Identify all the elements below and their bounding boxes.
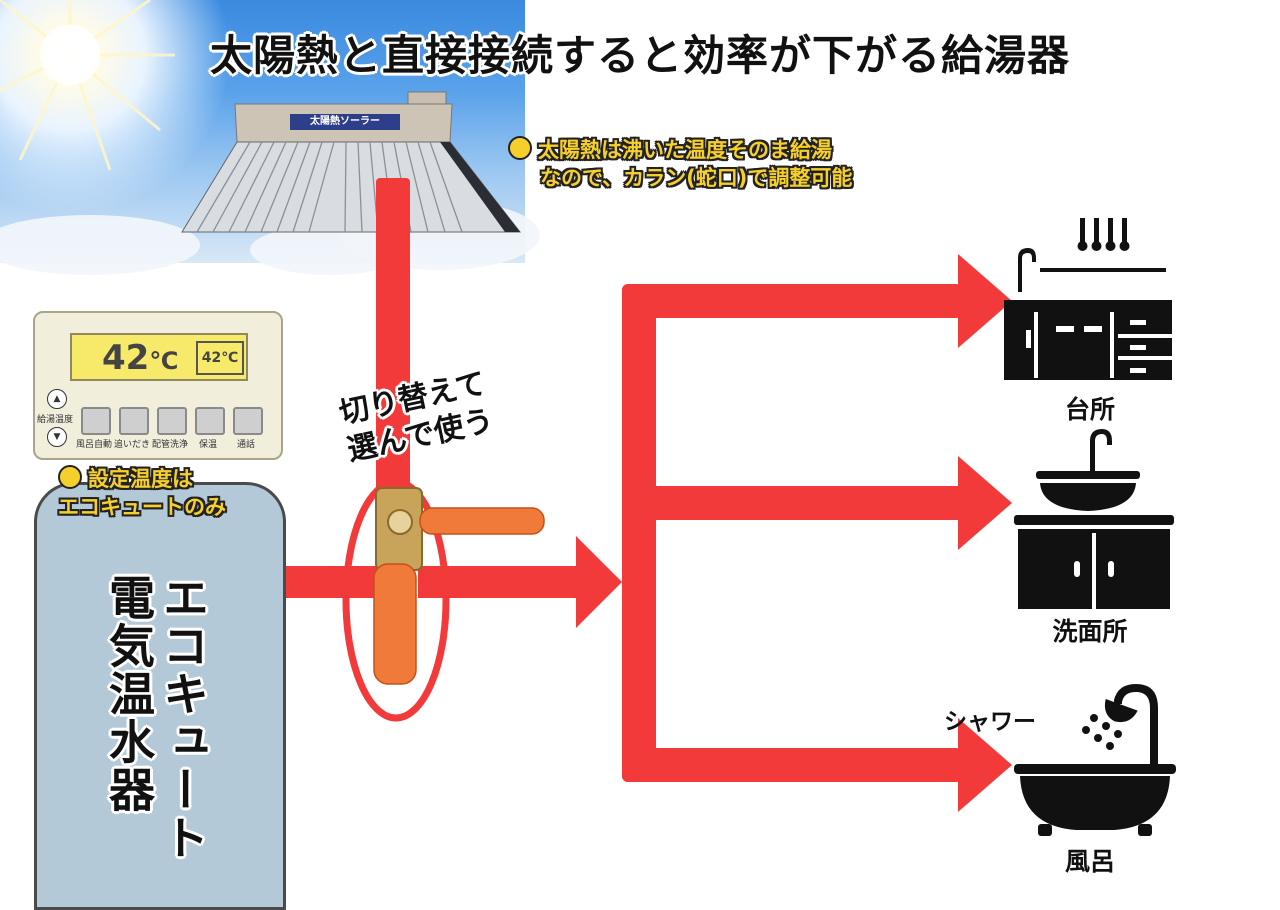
washroom-icon [1014,429,1174,609]
valve-knob [387,509,413,535]
display-sub-temp: 42℃ [196,341,244,375]
bath-arrow [958,718,1012,812]
kitchen-arrow [958,254,1012,348]
distribution-header [622,284,656,782]
shower-label: シャワー [944,709,1036,735]
bullet-icon [508,136,532,160]
washroom-branch [622,486,962,520]
mixing-valve-illustration [373,487,545,685]
kitchen-icon [1004,218,1172,380]
page-title: 太陽熱と直接接続すると効率が下がる給湯器 [209,31,1070,80]
kitchen-branch [622,284,962,318]
solar-note-line2: なので、カラン(蛇口)で調整可能 [540,166,853,190]
button-label: 通話 [236,440,255,450]
temp-down-button[interactable]: ▼ [47,427,67,447]
button-label: 配管洗浄 [151,440,188,450]
setting-note-line2: エコキュートのみ [58,495,226,519]
bullet-icon [58,465,82,489]
bath-label: 風呂 [1064,847,1115,876]
sun [40,25,100,85]
reheat-button[interactable] [119,407,149,435]
cloud [0,215,200,275]
eco-cute-tank [34,482,286,910]
button-label: 風呂自動 [75,440,112,450]
intercom-button[interactable] [233,407,263,435]
main-temp-value: 42 [102,338,150,378]
junction-arrow [576,536,622,628]
washroom-label: 洗面所 [1052,617,1128,646]
setting-note: 設定温度は エコキュートのみ [58,465,226,521]
remote-controller: 42℃ 42℃ ▲ 給湯温度 ▼ 風呂自動 追いだき 配管洗浄 保温 通話 [33,311,283,460]
collector-tubes [196,141,463,233]
keep-warm-button[interactable] [195,407,225,435]
pipe-group [218,178,1012,812]
solar-note: 太陽熱は沸いた温度そのま給湯 なので、カラン(蛇口)で調整可能 [508,136,852,192]
solar-note-line1: 太陽熱は沸いた温度そのま給湯 [538,138,832,162]
solar-sign-plate [290,114,400,130]
bath-auto-button[interactable] [81,407,111,435]
tank-label-ecocute: エコキュート [156,574,210,862]
kitchen-label: 台所 [1064,395,1115,424]
valve-handle-vertical [373,563,417,685]
solar-pipe [376,178,410,508]
bathtub-icon [1014,684,1176,836]
panel-frame-right [440,142,520,232]
bath-branch [622,748,962,782]
solar-sign-text: 太陽熱ソーラー [310,116,380,127]
pipe-clean-button[interactable] [157,407,187,435]
display-main-temp: 42℃ [102,338,178,378]
main-temp-unit: ℃ [149,347,179,375]
valve-highlight-ellipse [342,478,450,722]
controller-side-label: 給湯温度 [37,415,74,425]
button-label: 保温 [198,440,217,450]
washroom-arrow [958,456,1012,550]
solar-panel-illustration [0,0,522,233]
tank-label-electric-heater: 電気温水器 [102,574,156,814]
valve-handle-horizontal [419,507,545,535]
button-label: 追いだき [113,440,150,450]
temp-up-button[interactable]: ▲ [47,389,67,409]
setting-note-line1: 設定温度は [88,467,193,491]
controller-display: 42℃ 42℃ [70,333,248,381]
